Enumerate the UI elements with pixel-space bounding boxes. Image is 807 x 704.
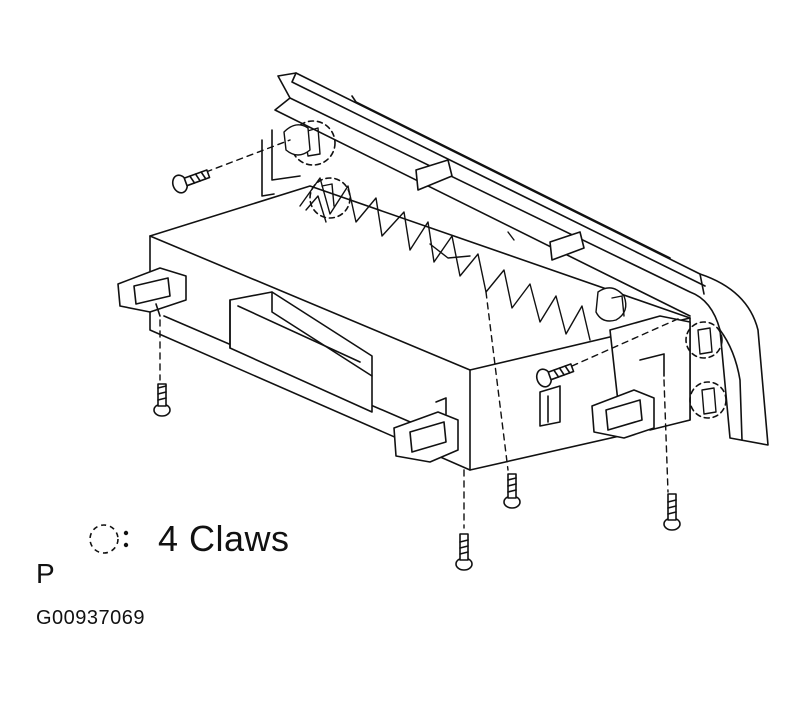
screw-center bbox=[535, 363, 575, 388]
mounting-tab-right bbox=[591, 389, 655, 439]
screw-left-bottom bbox=[153, 383, 171, 417]
screw-bottom bbox=[455, 533, 473, 571]
claw-marker bbox=[685, 321, 723, 359]
inner-ribs bbox=[299, 177, 591, 341]
claw-marker bbox=[309, 177, 351, 219]
screw-right bbox=[663, 493, 681, 531]
connector-block bbox=[229, 291, 373, 413]
view-letter: P bbox=[36, 558, 55, 589]
claw-marker bbox=[689, 381, 727, 419]
legend: 4 Claws bbox=[88, 516, 290, 562]
screw-left-top bbox=[171, 169, 211, 194]
front-trim-panel bbox=[274, 72, 769, 446]
legend-label: 4 Claws bbox=[158, 518, 290, 559]
install-paths bbox=[159, 139, 681, 529]
figure-id: G00937069 bbox=[36, 607, 146, 629]
dashed-circle-icon bbox=[89, 524, 129, 554]
screw-center-bottom bbox=[503, 473, 521, 509]
claw-details bbox=[283, 124, 717, 415]
mounting-tab-bottom bbox=[393, 397, 459, 463]
mounting-tab-left bbox=[117, 267, 187, 317]
